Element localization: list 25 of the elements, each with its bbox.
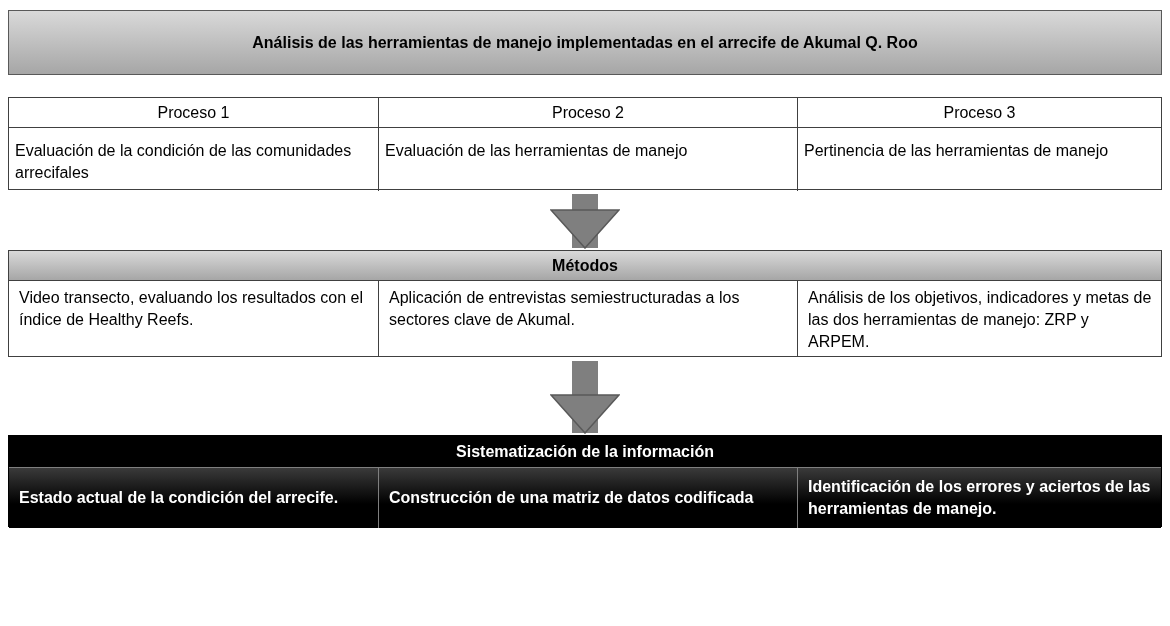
cell-text: Video transecto, evaluando los resultados con el índice de Healthy Reefs. xyxy=(19,288,364,330)
section-header: Métodos xyxy=(9,251,1161,281)
table-cell xyxy=(798,468,1161,528)
cell-text: Evaluación de las herramientas de manejo xyxy=(385,141,689,161)
block-arrow xyxy=(550,194,620,249)
section-panel xyxy=(8,435,1162,527)
column-header: Proceso 3 xyxy=(798,98,1161,128)
cell-text: Identificación de los errores y aciertos de las herramientas de manejo. xyxy=(808,477,1151,519)
title-band xyxy=(8,10,1162,75)
column-header: Proceso 1 xyxy=(9,98,378,128)
process-table xyxy=(8,97,1162,190)
cell-text: Aplicación de entrevistas semiestructuradas a los sectores clave de Akumal. xyxy=(389,288,741,330)
section-panel xyxy=(8,250,1162,357)
title: Análisis de las herramientas de manejo implementadas en el arrecife de Akumal Q. Roo xyxy=(251,33,919,52)
cell-text: Construcción de una matriz de datos codificada xyxy=(389,488,755,508)
block-arrow xyxy=(550,361,620,434)
column-header: Proceso 2 xyxy=(379,98,797,128)
table-cell xyxy=(379,98,798,191)
table-cell xyxy=(9,468,379,528)
cell-text: Estado actual de la condición del arrecife. xyxy=(19,488,340,508)
cell-text: Análisis de los objetivos, indicadores y metas de las dos herramientas de manejo: ZRP y ARPEM. xyxy=(808,288,1153,352)
table-cell xyxy=(9,98,379,191)
table-cell xyxy=(379,468,798,528)
cell-text: Evaluación de la condición de las comunidades arrecifales xyxy=(15,141,353,183)
cell-text: Pertinencia de las herramientas de manejo xyxy=(804,141,1110,161)
